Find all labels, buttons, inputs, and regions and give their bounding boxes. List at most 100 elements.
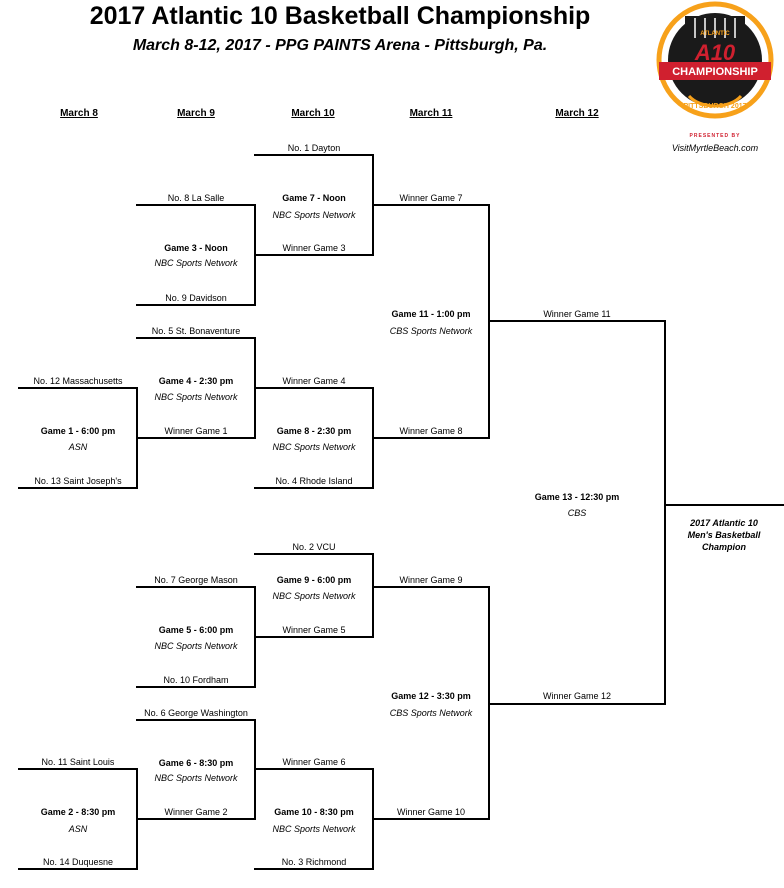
logo-atlantic-text: ATLANTIC — [700, 31, 730, 37]
bracket-line — [372, 818, 490, 820]
a10-championship-logo: ATLANTIC A10 CHAMPIONSHIP PITTSBURGH 201… — [656, 1, 774, 119]
bracket-line — [254, 868, 374, 870]
bracket-line — [136, 686, 256, 688]
team-slot: Winner Game 5 — [282, 625, 346, 635]
game-network: NBC Sports Network — [272, 591, 356, 601]
team-slot: Winner Game 9 — [399, 575, 463, 585]
team-slot: Winner Game 7 — [399, 193, 463, 203]
bracket-line — [254, 553, 374, 555]
game-label: Game 12 - 3:30 pm — [391, 691, 471, 701]
bracket-line — [136, 337, 256, 339]
bracket-line — [254, 768, 374, 770]
page-title: 2017 Atlantic 10 Basketball Championship — [89, 2, 591, 30]
team-slot: No. 14 Duquesne — [42, 857, 114, 867]
bracket-line — [254, 636, 374, 638]
bracket-line — [136, 204, 256, 206]
game-label: Game 8 - 2:30 pm — [276, 426, 352, 436]
logo-brand-text: A10 — [694, 40, 736, 65]
game-label: Game 1 - 6:00 pm — [40, 426, 116, 436]
day-header-march-9: March 9 — [177, 108, 215, 119]
bracket-line — [18, 868, 138, 870]
team-slot: No. 7 George Mason — [154, 575, 238, 585]
team-slot: Winner Game 8 — [399, 426, 463, 436]
day-header-march-8: March 8 — [60, 108, 98, 119]
game-label: Game 2 - 8:30 pm — [40, 807, 116, 817]
game-network: CBS — [567, 508, 587, 518]
team-slot: No. 11 Saint Louis — [41, 757, 115, 767]
game-label: Game 4 - 2:30 pm — [158, 376, 234, 386]
team-slot: No. 5 St. Bonaventure — [151, 326, 241, 336]
bracket-line — [254, 254, 374, 256]
bracket-line — [254, 387, 374, 389]
team-slot: Winner Game 2 — [164, 807, 228, 817]
bracket-line — [136, 304, 256, 306]
sponsor-site: VisitMyrtleBeach.com — [671, 143, 759, 153]
game-network: ASN — [68, 824, 88, 834]
team-slot: No. 13 Saint Joseph's — [34, 476, 122, 486]
game-label: Game 6 - 8:30 pm — [158, 758, 234, 768]
game-network: ASN — [68, 442, 88, 452]
logo-banner-text: CHAMPIONSHIP — [672, 66, 758, 78]
game-label: Game 13 - 12:30 pm — [534, 492, 620, 502]
team-slot: Winner Game 12 — [542, 691, 612, 701]
team-slot: Winner Game 10 — [396, 807, 466, 817]
team-slot: No. 12 Massachusetts — [33, 376, 123, 386]
game-network: NBC Sports Network — [154, 258, 238, 268]
bracket-line — [488, 703, 666, 705]
bracket-line — [372, 204, 490, 206]
bracket-line — [488, 320, 666, 322]
bracket-line — [372, 586, 490, 588]
bracket-line — [136, 586, 256, 588]
sponsor-presented: PRESENTED BY — [689, 133, 741, 139]
sponsor: PRESENTED BY VisitMyrtleBeach.com — [656, 130, 774, 154]
team-slot: No. 2 VCU — [292, 542, 336, 552]
bracket-line — [136, 719, 256, 721]
team-slot: No. 3 Richmond — [281, 857, 347, 867]
team-slot: No. 6 George Washington — [144, 708, 248, 718]
bracket-line — [18, 768, 138, 770]
champion-line: 2017 Atlantic 10 — [690, 518, 758, 528]
game-network: CBS Sports Network — [389, 708, 473, 718]
bracket-line — [254, 487, 374, 489]
bracket-line — [372, 553, 374, 638]
bracket-line — [18, 487, 138, 489]
game-network: NBC Sports Network — [154, 641, 238, 651]
bracket-line — [254, 154, 374, 156]
bracket-line — [18, 387, 138, 389]
champion-label: 2017 Atlantic 10 Men's Basketball Champi… — [668, 517, 780, 553]
champion-line: Champion — [702, 542, 746, 552]
game-label: Game 10 - 8:30 pm — [274, 807, 354, 817]
logo-crown-stripes — [694, 18, 736, 38]
team-slot: Winner Game 3 — [282, 243, 346, 253]
day-header-march-11: March 11 — [409, 108, 453, 119]
team-slot: No. 4 Rhode Island — [275, 476, 353, 486]
basketball-icon — [687, 94, 743, 108]
bracket-line — [136, 818, 256, 820]
bracket-line — [136, 437, 256, 439]
bracket-line — [664, 320, 666, 705]
day-header-march-12: March 12 — [555, 108, 599, 119]
game-network: NBC Sports Network — [272, 442, 356, 452]
game-label: Game 5 - 6:00 pm — [158, 625, 234, 635]
game-network: NBC Sports Network — [154, 392, 238, 402]
game-network: NBC Sports Network — [272, 824, 356, 834]
team-slot: No. 1 Dayton — [287, 143, 341, 153]
page-subtitle: March 8-12, 2017 - PPG PAINTS Arena - Pi… — [132, 37, 548, 54]
game-network: NBC Sports Network — [154, 773, 238, 783]
game-label: Game 7 - Noon — [282, 193, 346, 203]
logo-ring-text: PITTSBURGH 2017 — [683, 103, 746, 110]
team-slot: No. 9 Davidson — [165, 293, 227, 303]
bracket-line — [372, 437, 490, 439]
team-slot: No. 10 Fordham — [163, 675, 229, 685]
game-label: Game 9 - 6:00 pm — [276, 575, 352, 585]
team-slot: Winner Game 6 — [282, 757, 346, 767]
team-slot: Winner Game 4 — [282, 376, 346, 386]
team-slot: Winner Game 1 — [164, 426, 228, 436]
team-slot: No. 8 La Salle — [167, 193, 225, 203]
game-network: CBS Sports Network — [389, 326, 473, 336]
bracket-line — [664, 504, 784, 506]
day-header-march-10: March 10 — [291, 108, 335, 119]
team-slot: Winner Game 11 — [543, 309, 611, 319]
game-label: Game 11 - 1:00 pm — [391, 309, 471, 319]
champion-line: Men's Basketball — [687, 530, 761, 540]
